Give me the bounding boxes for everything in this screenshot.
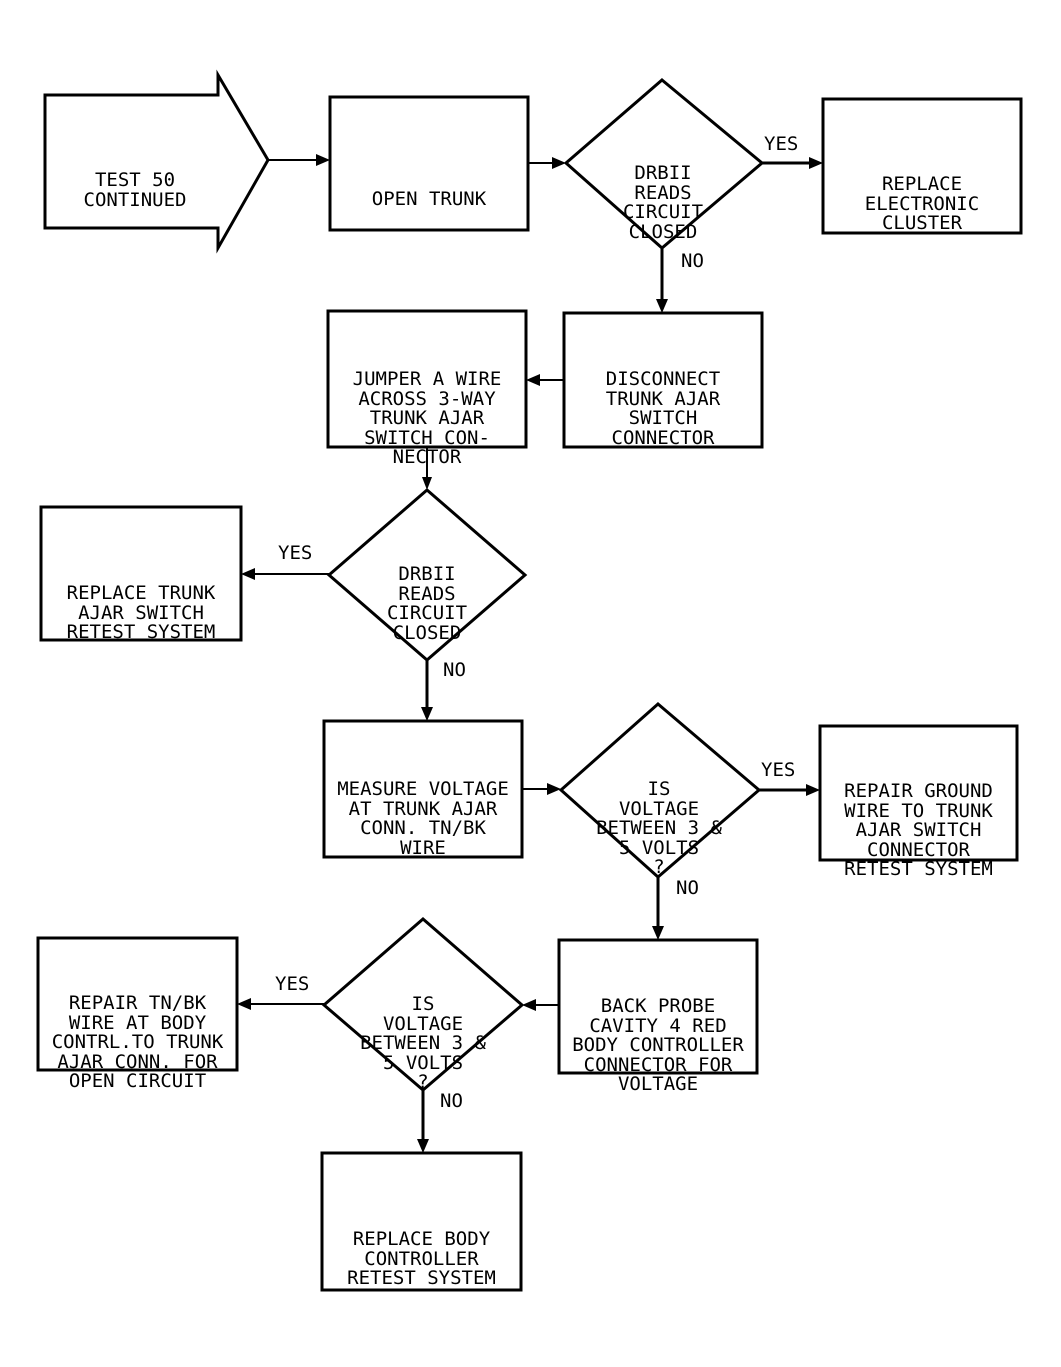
disconnect-switch-label: DISCONNECT TRUNK AJAR SWITCH CONNECTOR <box>564 331 762 487</box>
decision2-label: DRBII READS CIRCUIT CLOSED <box>357 526 497 682</box>
replace-switch-label: REPLACE TRUNK AJAR SWITCH RETEST SYSTEM <box>41 545 241 682</box>
replace-cluster-box <box>821 97 1023 235</box>
connector-d1-yes <box>762 157 823 169</box>
decision3-text: IS VOLTAGE BETWEEN 3 & 5 VOLTS ? <box>596 778 722 878</box>
replace-controller-text: REPLACE BODY CONTROLLER RETEST SYSTEM <box>347 1228 496 1289</box>
back-probe-text: BACK PROBE CAVITY 4 RED BODY CONTROLLER … <box>572 995 744 1095</box>
decision4-text: IS VOLTAGE BETWEEN 3 & 5 VOLTS ? <box>360 993 486 1093</box>
repair-wire-label: REPAIR TN/BK WIRE AT BODY CONTRL.TO TRUN… <box>38 955 237 1131</box>
connector-d3-yes <box>759 784 820 796</box>
connector-disconnect-to-jumper <box>526 374 564 386</box>
connector-d3-no <box>652 877 664 940</box>
repair-wire-text: REPAIR TN/BK WIRE AT BODY CONTRL.TO TRUN… <box>51 992 224 1092</box>
connector-d2-no <box>421 660 433 721</box>
d1-no-label: NO <box>681 250 704 272</box>
open-trunk-box <box>328 95 530 232</box>
decision4-label: IS VOLTAGE BETWEEN 3 & 5 VOLTS ? <box>349 956 497 1132</box>
d2-no-label: NO <box>443 659 466 681</box>
start-label: TEST 50 CONTINUED <box>60 132 210 249</box>
d1-yes-label: YES <box>764 133 799 155</box>
open-trunk-text: OPEN TRUNK <box>371 188 487 210</box>
decision2-text: DRBII READS CIRCUIT CLOSED <box>386 563 468 644</box>
replace-cluster-label: REPLACE ELECTRONIC CLUSTER <box>823 136 1021 273</box>
repair-ground-label: REPAIR GROUND WIRE TO TRUNK AJAR SWITCH … <box>820 743 1017 919</box>
connector-d4-no <box>417 1090 429 1153</box>
connector-measure-to-d3 <box>522 783 561 795</box>
d2-yes-label: YES <box>278 542 313 564</box>
measure-voltage-text: MEASURE VOLTAGE AT TRUNK AJAR CONN. TN/B… <box>337 778 509 859</box>
start-text: TEST 50 CONTINUED <box>83 169 187 211</box>
connector-d1-no <box>656 248 668 313</box>
decision3-label: IS VOLTAGE BETWEEN 3 & 5 VOLTS ? <box>585 741 733 917</box>
replace-controller-label: REPLACE BODY CONTROLLER RETEST SYSTEM <box>322 1191 521 1328</box>
repair-ground-text: REPAIR GROUND WIRE TO TRUNK AJAR SWITCH … <box>844 780 993 880</box>
replace-controller-box <box>320 1151 523 1292</box>
jumper-wire-label: JUMPER A WIRE ACROSS 3-WAY TRUNK AJAR SW… <box>328 331 526 507</box>
connector-jumper-to-d2 <box>422 447 432 490</box>
replace-switch-box <box>39 505 243 642</box>
decision1-label: DRBII READS CIRCUIT CLOSED <box>590 125 736 281</box>
jumper-wire-text: JUMPER A WIRE ACROSS 3-WAY TRUNK AJAR SW… <box>352 368 502 468</box>
connector-start-to-open <box>268 154 330 166</box>
disconnect-switch-text: DISCONNECT TRUNK AJAR SWITCH CONNECTOR <box>605 368 721 449</box>
connector-probe-to-d4 <box>522 999 559 1011</box>
connector-open-to-d1 <box>528 157 566 169</box>
back-probe-label: BACK PROBE CAVITY 4 RED BODY CONTROLLER … <box>559 958 757 1134</box>
connector-d2-yes <box>241 568 329 580</box>
replace-cluster-text: REPLACE ELECTRONIC CLUSTER <box>864 173 980 234</box>
d4-yes-label: YES <box>275 973 310 995</box>
d3-no-label: NO <box>676 877 699 899</box>
d3-yes-label: YES <box>761 759 796 781</box>
measure-voltage-label: MEASURE VOLTAGE AT TRUNK AJAR CONN. TN/B… <box>324 741 522 897</box>
open-trunk-label: OPEN TRUNK <box>330 151 528 249</box>
repair-ground-box <box>818 724 1019 862</box>
d4-no-label: NO <box>440 1090 463 1112</box>
decision1-text: DRBII READS CIRCUIT CLOSED <box>622 162 704 243</box>
back-probe-box <box>557 938 759 1075</box>
connector-d4-yes <box>237 998 324 1010</box>
replace-switch-text: REPLACE TRUNK AJAR SWITCH RETEST SYSTEM <box>66 582 216 643</box>
start-arrow-shape <box>43 69 270 254</box>
